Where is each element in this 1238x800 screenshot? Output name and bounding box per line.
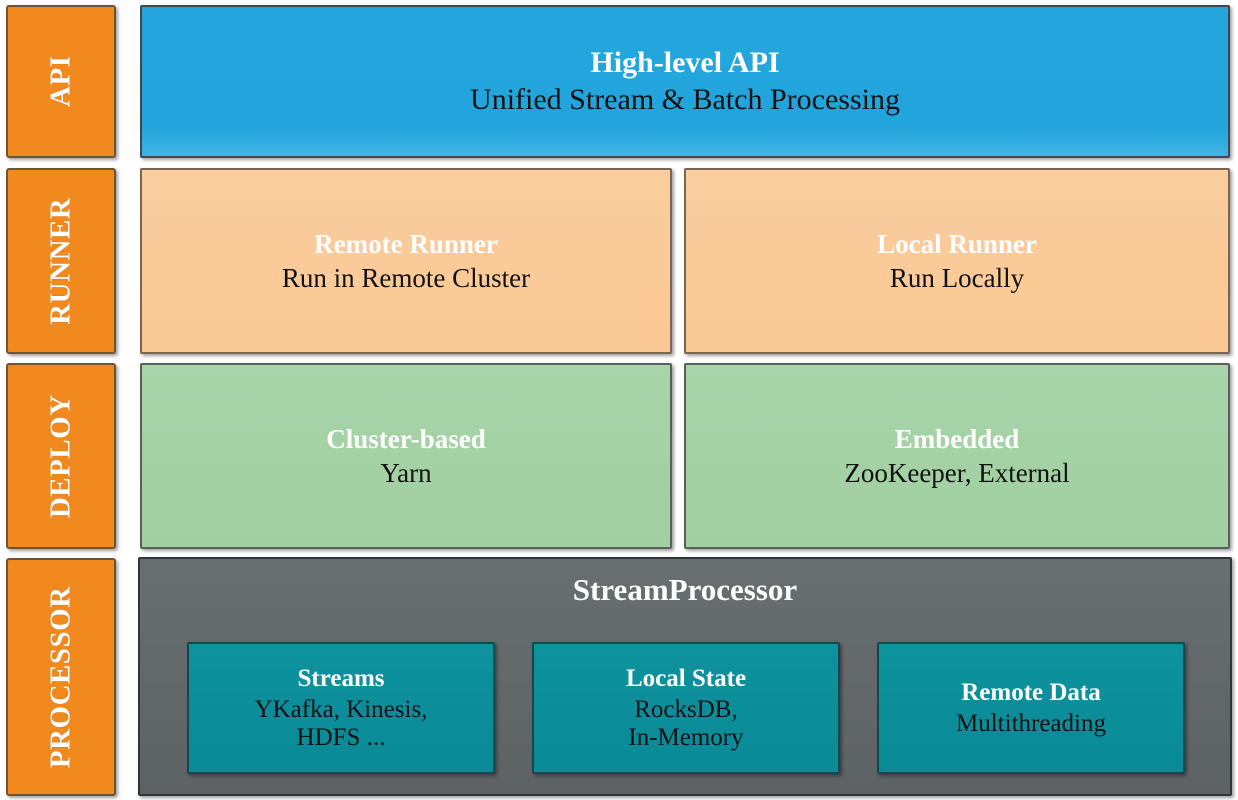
processor-component-local-state: Local State RocksDB, In-Memory — [532, 642, 840, 774]
lane-label-deploy: DEPLOY — [6, 363, 116, 549]
component-local-state-subtitle-line2: In-Memory — [628, 723, 744, 751]
component-remote-data-subtitle-line1: Multithreading — [956, 709, 1106, 737]
deploy-box-embedded-title: Embedded — [894, 424, 1020, 455]
runner-box-remote-title: Remote Runner — [314, 229, 498, 260]
component-local-state-title: Local State — [625, 664, 747, 692]
lane-label-processor: PROCESSOR — [6, 558, 116, 796]
api-box-title: High-level API — [590, 46, 780, 80]
processor-component-streams: Streams YKafka, Kinesis, HDFS ... — [187, 642, 495, 774]
lane-label-deploy-text: DEPLOY — [44, 394, 77, 518]
component-streams-title: Streams — [297, 664, 385, 692]
lane-label-runner: RUNNER — [6, 168, 116, 354]
runner-box-local-subtitle: Run Locally — [889, 262, 1025, 293]
component-remote-data-title: Remote Data — [961, 678, 1101, 706]
deploy-box-cluster-based: Cluster-based Yarn — [140, 363, 672, 549]
deploy-box-cluster-subtitle: Yarn — [380, 457, 432, 488]
processor-component-remote-data: Remote Data Multithreading — [877, 642, 1185, 774]
runner-box-local-title: Local Runner — [877, 229, 1037, 260]
api-box-high-level-api: High-level API Unified Stream & Batch Pr… — [140, 5, 1230, 158]
processor-title: StreamProcessor — [572, 572, 798, 607]
lane-label-runner-text: RUNNER — [44, 197, 77, 325]
runner-box-local-runner: Local Runner Run Locally — [684, 168, 1230, 354]
component-local-state-subtitle-line1: RocksDB, — [634, 695, 738, 723]
api-box-subtitle: Unified Stream & Batch Processing — [470, 83, 900, 116]
processor-container: StreamProcessor Streams YKafka, Kinesis,… — [138, 557, 1232, 796]
runner-box-remote-runner: Remote Runner Run in Remote Cluster — [140, 168, 672, 354]
lane-label-processor-text: PROCESSOR — [44, 586, 77, 768]
deploy-box-embedded-subtitle: ZooKeeper, External — [844, 457, 1070, 488]
lane-label-api: API — [6, 5, 116, 158]
component-streams-subtitle-line2: HDFS ... — [296, 723, 386, 751]
lane-label-api-text: API — [44, 55, 77, 108]
deploy-box-cluster-title: Cluster-based — [326, 424, 486, 455]
deploy-box-embedded: Embedded ZooKeeper, External — [684, 363, 1230, 549]
runner-box-remote-subtitle: Run in Remote Cluster — [281, 262, 531, 293]
component-streams-subtitle-line1: YKafka, Kinesis, — [254, 695, 428, 723]
